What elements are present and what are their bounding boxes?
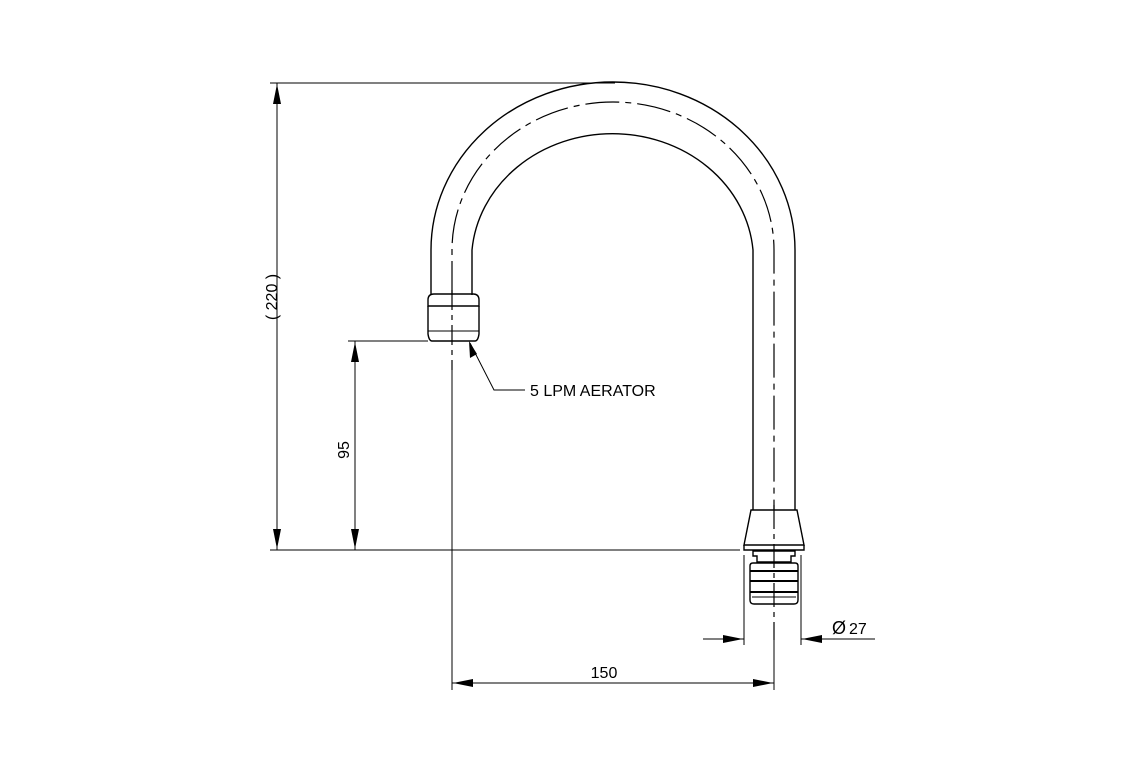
base-diameter-label: 27 [849,621,867,638]
aerator-label: 5 LPM AERATOR [530,383,656,400]
diameter-icon: Ø [832,618,846,638]
aerator-outlet [427,290,480,370]
dimension-outlet-height: 95 [336,340,428,550]
spout-inner-contour [471,133,754,510]
outlet-height-label: 95 [336,441,353,459]
spout-centerline [451,101,775,510]
dimension-reach: 150 [451,370,775,690]
aerator-callout: 5 LPM AERATOR [469,341,656,400]
reach-label: 150 [591,665,618,682]
base-connector [743,505,805,640]
spout-outer-contour [430,81,796,510]
spout-body [430,81,796,510]
dimension-base-diameter: Ø 27 [703,555,875,645]
overall-height-label: ( 220 ) [264,274,281,320]
dimension-overall-height: ( 220 ) [264,82,740,551]
